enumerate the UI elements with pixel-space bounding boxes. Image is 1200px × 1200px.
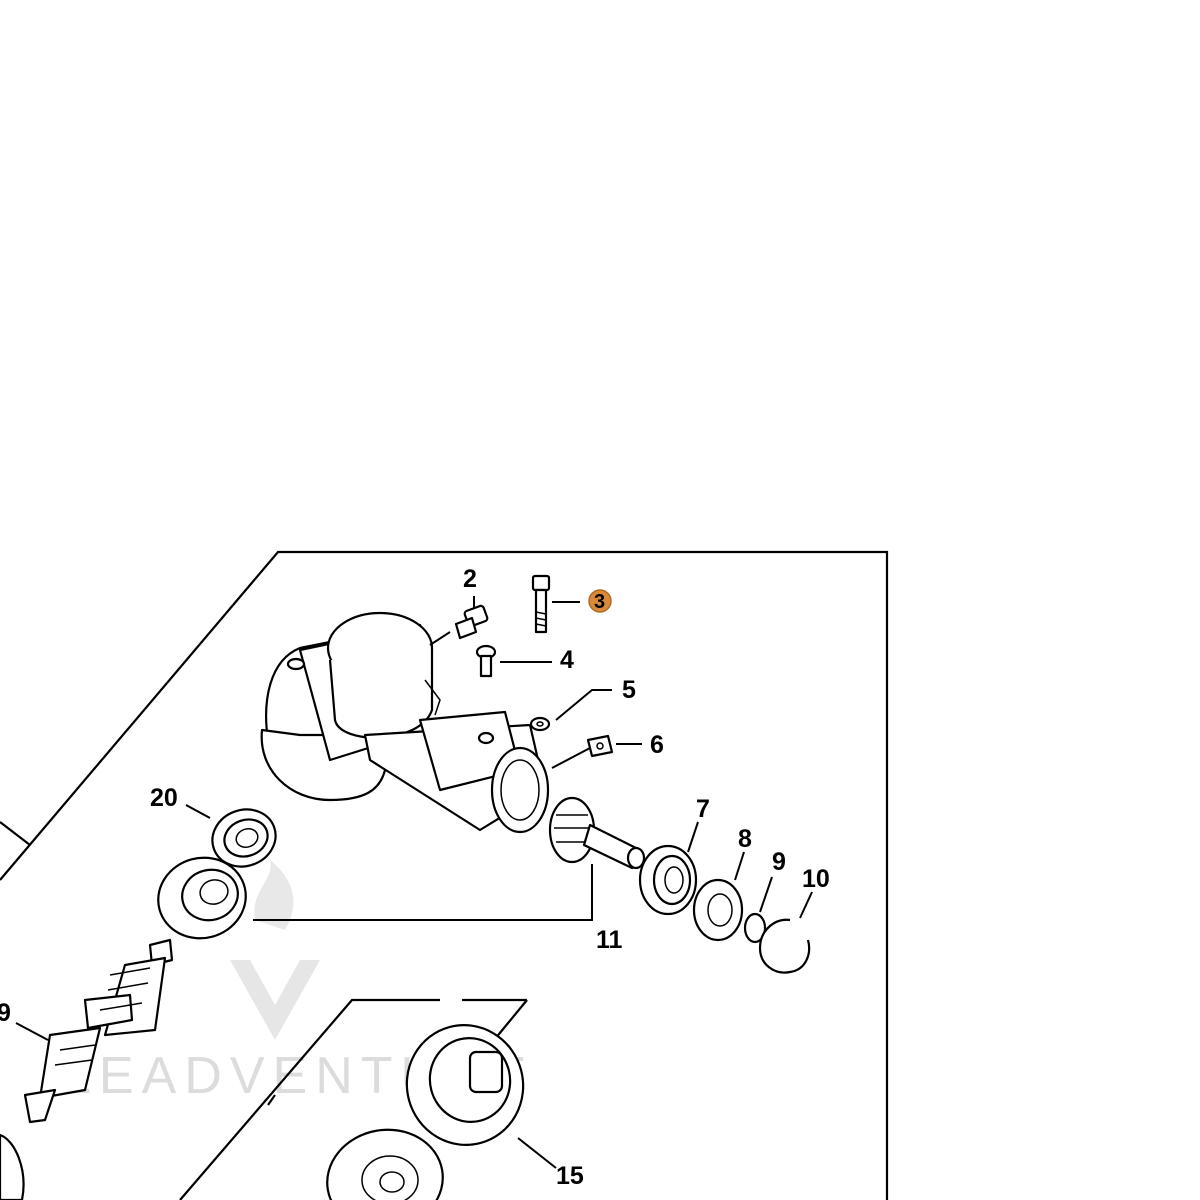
part-2-bolt (454, 604, 489, 640)
callout-3-label: 3 (594, 591, 605, 613)
part-3-screw (531, 574, 551, 634)
callout-6[interactable]: 6 (650, 731, 664, 759)
callout-7[interactable]: 7 (696, 795, 710, 823)
callout-5[interactable]: 5 (622, 676, 636, 704)
leader-lines (15, 596, 813, 1169)
callout-20[interactable]: 20 (150, 784, 178, 812)
bevel-gear (157, 856, 247, 940)
part-8-bearing (692, 878, 744, 942)
cover-disc (326, 1128, 444, 1200)
thrust-plate (405, 1024, 525, 1146)
part-5-washer (529, 716, 551, 732)
part-7-bearing (638, 844, 698, 916)
callouts: 2 3 4 5 6 7 8 9 10 11 15 9 20 (0, 565, 830, 1190)
callout-15[interactable]: 15 (556, 1162, 584, 1190)
part-10-circlip (758, 918, 811, 974)
callout-4[interactable]: 4 (560, 646, 574, 674)
callout-3[interactable]: 3 (588, 589, 612, 613)
callout-2[interactable]: 2 (463, 565, 477, 593)
callout-3-badge (588, 589, 612, 613)
callout-10[interactable]: 10 (802, 865, 830, 893)
callout-8[interactable]: 8 (738, 825, 752, 853)
gear-housing (260, 611, 550, 834)
part-6-nut (586, 734, 614, 758)
partial-disc-left (0, 1133, 25, 1200)
output-shaft (23, 938, 174, 1124)
part-11-pinion (548, 796, 646, 870)
callout-11[interactable]: 11 (596, 926, 623, 954)
part-4-screw (475, 644, 497, 678)
part-9-circlip (743, 912, 767, 944)
part-20-bearing (211, 808, 277, 868)
callout-19[interactable]: 9 (0, 999, 11, 1027)
callout-9[interactable]: 9 (772, 848, 786, 876)
